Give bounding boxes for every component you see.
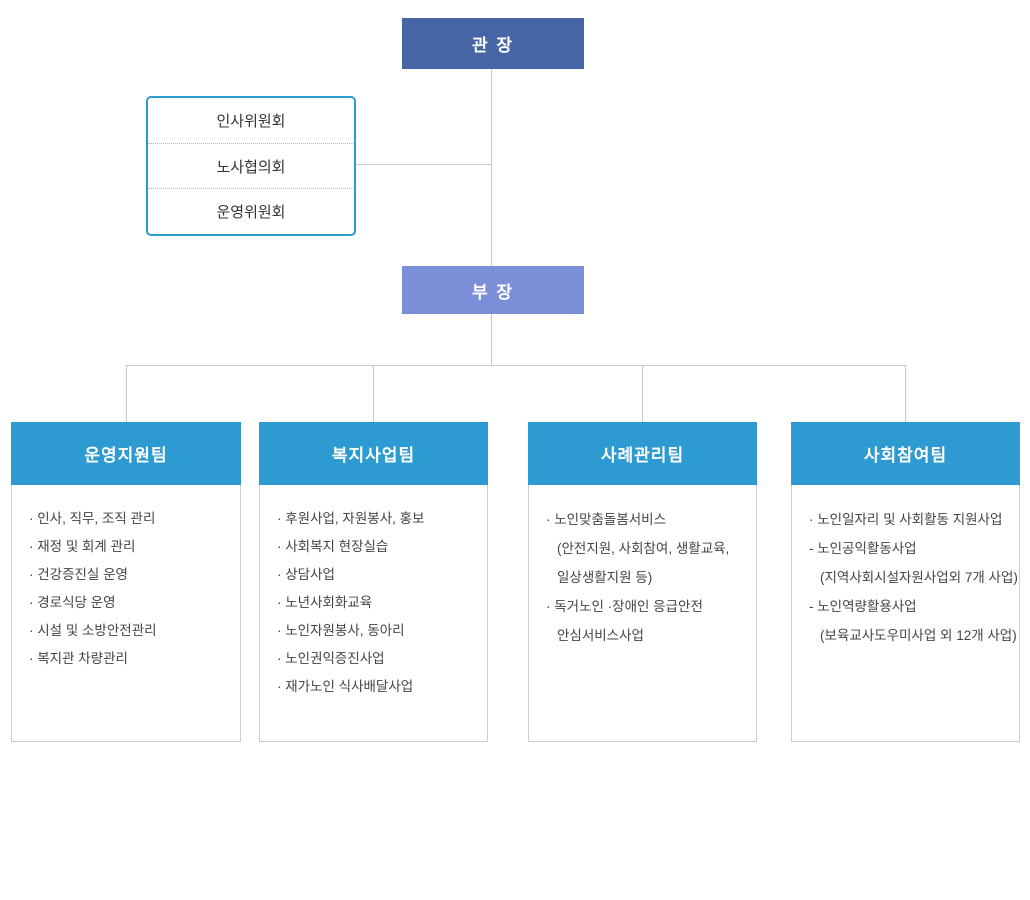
connector-director-to-manager	[491, 69, 492, 266]
team-box-operations-support: 운영지원팀 · 인사, 직무, 조직 관리 · 재정 및 회계 관리 · 건강증…	[11, 422, 241, 742]
team-item: (안전지원, 사회참여, 생활교육,	[557, 541, 730, 556]
team-header: 복지사업팀	[259, 422, 488, 485]
team-item: · 노년사회화교육	[277, 595, 373, 610]
team-item: · 노인일자리 및 사회활동 지원사업	[809, 512, 1003, 527]
team-item: (지역사회시설자원사업외 7개 사업)	[820, 570, 1018, 585]
manager-label: 부 장	[471, 282, 514, 302]
connector-drop-team3	[642, 365, 643, 422]
connector-drop-team2	[373, 365, 374, 422]
manager-box: 부 장	[402, 266, 584, 314]
team-item: · 독거노인 ·장애인 응급안전	[546, 599, 703, 614]
connector-manager-down	[491, 314, 492, 365]
team-box-social-participation: 사회참여팀 · 노인일자리 및 사회활동 지원사업 - 노인공익활동사업 (지역…	[791, 422, 1020, 742]
team-header: 사례관리팀	[528, 422, 757, 485]
committee-item: 노사협의회	[148, 142, 354, 189]
connector-horizontal-rail	[126, 365, 906, 366]
team-title: 사례관리팀	[600, 446, 685, 465]
team-item: (보육교사도우미사업 외 12개 사업)	[820, 628, 1017, 643]
team-item: · 상담사업	[277, 567, 335, 582]
connector-drop-team1	[126, 365, 127, 422]
director-box: 관 장	[402, 18, 584, 69]
team-title: 운영지원팀	[84, 446, 168, 465]
team-header: 사회참여팀	[791, 422, 1020, 485]
team-body: · 노인맞춤돌봄서비스 (안전지원, 사회참여, 생활교육, 일상생활지원 등)…	[529, 485, 756, 741]
team-box-case-management: 사례관리팀 · 노인맞춤돌봄서비스 (안전지원, 사회참여, 생활교육, 일상생…	[528, 422, 757, 742]
team-item: - 노인역량활용사업	[809, 599, 917, 614]
team-box-welfare-projects: 복지사업팀 · 후원사업, 자원봉사, 홍보 · 사회복지 현장실습 · 상담사…	[259, 422, 488, 742]
team-body: · 인사, 직무, 조직 관리 · 재정 및 회계 관리 · 건강증진실 운영 …	[12, 485, 240, 741]
team-item: 안심서비스사업	[557, 628, 644, 643]
team-item: · 복지관 차량관리	[29, 651, 128, 666]
connector-committee-branch	[356, 164, 492, 165]
team-item: · 시설 및 소방안전관리	[29, 623, 157, 638]
team-title: 사회참여팀	[863, 446, 948, 465]
team-item: · 후원사업, 자원봉사, 홍보	[277, 511, 425, 526]
team-item: 일상생활지원 등)	[557, 570, 653, 585]
team-item: · 경로식당 운영	[29, 595, 116, 610]
team-item: · 노인권익증진사업	[277, 651, 385, 666]
team-item: · 건강증진실 운영	[29, 567, 128, 582]
team-title: 복지사업팀	[331, 446, 416, 465]
committee-box: 인사위원회 노사협의회 운영위원회	[146, 96, 356, 236]
team-body: · 노인일자리 및 사회활동 지원사업 - 노인공익활동사업 (지역사회시설자원…	[792, 485, 1019, 741]
committee-item: 운영위원회	[148, 188, 354, 234]
team-item: · 재정 및 회계 관리	[29, 539, 136, 554]
team-body: · 후원사업, 자원봉사, 홍보 · 사회복지 현장실습 · 상담사업 · 노년…	[260, 485, 487, 741]
team-item: · 노인맞춤돌봄서비스	[546, 512, 667, 527]
committee-item: 인사위원회	[216, 112, 286, 130]
team-item: · 인사, 직무, 조직 관리	[29, 511, 156, 526]
team-item: · 사회복지 현장실습	[277, 539, 389, 554]
director-label: 관 장	[471, 36, 514, 55]
team-item: · 재가노인 식사배달사업	[277, 679, 414, 694]
team-header: 운영지원팀	[11, 422, 241, 485]
connector-drop-team4	[905, 365, 906, 422]
team-item: · 노인자원봉사, 동아리	[277, 623, 405, 638]
team-item: - 노인공익활동사업	[809, 541, 917, 556]
